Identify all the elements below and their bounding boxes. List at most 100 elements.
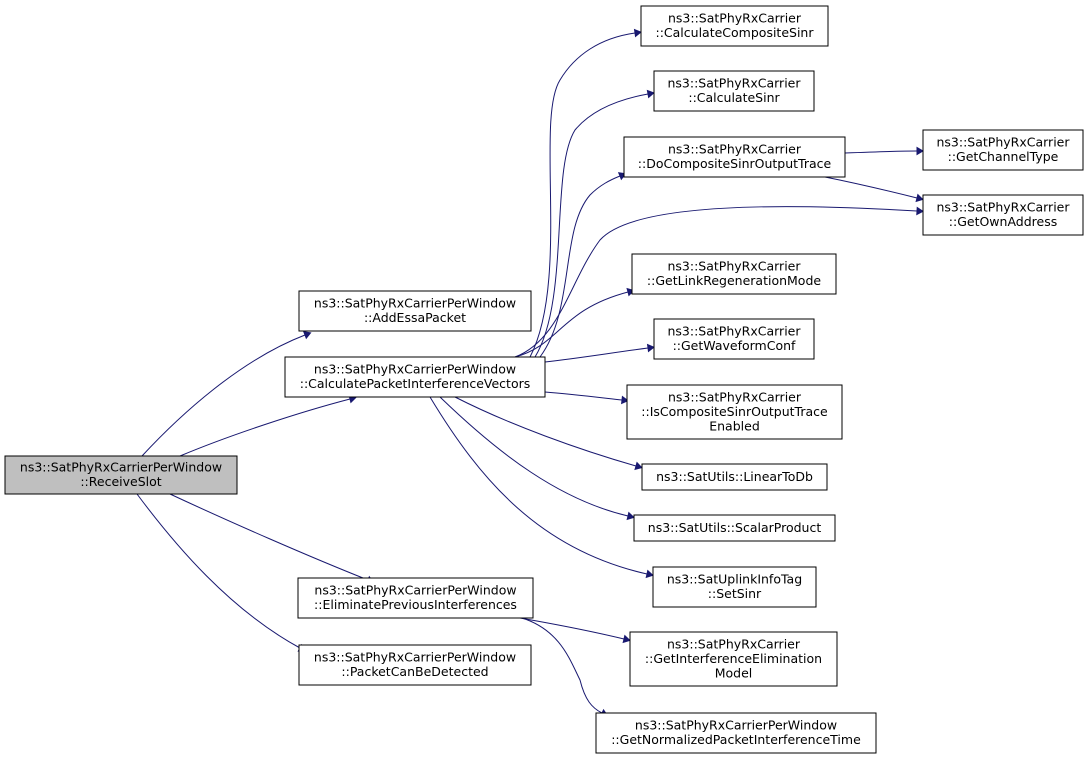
nodes-layer: ns3::SatPhyRxCarrierPerWindow::ReceiveSl… — [4, 5, 1084, 754]
node-label-line: ns3::SatPhyRxCarrier — [937, 135, 1071, 150]
node-label-line: ns3::SatPhyRxCarrierPerWindow — [20, 460, 222, 475]
node-n16[interactable]: ns3::SatPhyRxCarrier::GetInterferenceEli… — [629, 631, 838, 687]
node-box — [631, 253, 837, 295]
node-label-line: ns3::SatPhyRxCarrier — [668, 389, 802, 404]
node-label-line: ::CalculateSinr — [688, 90, 780, 105]
edge-line — [521, 617, 603, 714]
node-label-line: ::SetSinr — [708, 586, 762, 601]
edge-line — [824, 176, 918, 199]
node-box — [623, 136, 846, 178]
node-label-line: ::GetChannelType — [948, 149, 1059, 164]
node-label-line: ::GetNormalizedPacketInterferenceTime — [611, 732, 861, 747]
edge-line — [169, 493, 369, 581]
node-n15[interactable]: ns3::SatPhyRxCarrier::GetChannelType — [922, 129, 1084, 171]
arrowhead-icon — [646, 89, 655, 99]
node-label-line: ::AddEssaPacket — [364, 310, 466, 325]
edge-n2-n5 — [529, 28, 642, 358]
node-label-line: ::ReceiveSlot — [80, 474, 161, 489]
node-n3[interactable]: ns3::SatPhyRxCarrierPerWindow::Eliminate… — [297, 577, 534, 619]
node-label-line: ::CalculateCompositeSinr — [656, 25, 815, 40]
node-label-line: ::GetWaveformConf — [673, 338, 796, 353]
node-box — [633, 514, 836, 542]
node-n7[interactable]: ns3::SatPhyRxCarrier::DoCompositeSinrOut… — [623, 136, 846, 178]
node-label-line: ns3::SatUtils::ScalarProduct — [648, 520, 822, 535]
edge-n0-n1 — [141, 331, 312, 457]
node-n6[interactable]: ns3::SatPhyRxCarrier::CalculateSinr — [653, 70, 815, 112]
node-n5[interactable]: ns3::SatPhyRxCarrier::CalculateComposite… — [640, 5, 829, 47]
node-label-line: ::DoCompositeSinrOutputTrace — [638, 156, 832, 171]
node-label-line: ns3::SatPhyRxCarrier — [668, 324, 802, 339]
node-n11[interactable]: ns3::SatPhyRxCarrier::IsCompositeSinrOut… — [626, 384, 843, 440]
arrowhead-icon — [645, 569, 654, 579]
edge-line — [539, 175, 621, 358]
node-label-line: ns3::SatPhyRxCarrierPerWindow — [635, 718, 837, 733]
node-label-line: ::IsCompositeSinrOutputTrace — [641, 404, 828, 419]
node-box — [653, 70, 815, 112]
edge-line — [439, 396, 629, 517]
node-box — [641, 463, 828, 491]
node-label-line: Model — [715, 665, 753, 680]
node-n17[interactable]: ns3::SatPhyRxCarrierPerWindow::GetNormal… — [595, 712, 877, 754]
node-label-line: ns3::SatPhyRxCarrier — [668, 142, 802, 157]
edge-n2-n11 — [544, 391, 629, 405]
arrowhead-icon — [634, 461, 643, 471]
edge-line — [429, 396, 648, 575]
node-box — [298, 644, 532, 686]
node-box — [626, 384, 843, 440]
edge-n2-n14 — [429, 396, 654, 579]
node-label-line: ::CalculatePacketInterferenceVectors — [300, 376, 531, 391]
node-n1[interactable]: ns3::SatPhyRxCarrierPerWindow::AddEssaPa… — [298, 290, 532, 332]
arrowhead-icon — [916, 146, 924, 156]
node-label-line: ns3::SatUtils::LinearToDb — [656, 469, 813, 484]
node-box — [595, 712, 877, 754]
arrowhead-icon — [626, 511, 635, 521]
node-n4[interactable]: ns3::SatPhyRxCarrierPerWindow::PacketCan… — [298, 644, 532, 686]
node-label-line: ns3::SatPhyRxCarrier — [937, 200, 1071, 215]
node-n8[interactable]: ns3::SatPhyRxCarrier::GetOwnAddress — [922, 194, 1084, 236]
node-label-line: ns3::SatPhyRxCarrierPerWindow — [314, 650, 516, 665]
node-box — [629, 631, 838, 687]
edge-n2-n6 — [534, 89, 655, 358]
node-n14[interactable]: ns3::SatUplinkInfoTag::SetSinr — [652, 566, 817, 608]
edge-line — [514, 291, 629, 358]
edge-n3-n16 — [519, 617, 631, 644]
node-n10[interactable]: ns3::SatPhyRxCarrier::GetWaveformConf — [653, 318, 815, 360]
node-box — [653, 318, 815, 360]
edge-line — [141, 334, 306, 457]
edges-layer — [136, 28, 924, 717]
edge-n7-n15 — [844, 146, 924, 156]
node-n9[interactable]: ns3::SatPhyRxCarrier::GetLinkRegeneratio… — [631, 253, 837, 295]
edge-n2-n10 — [544, 343, 655, 363]
arrowhead-icon — [622, 634, 631, 644]
edge-n2-n13 — [439, 396, 635, 521]
node-label-line: ns3::SatPhyRxCarrier — [667, 636, 801, 651]
node-n0[interactable]: ns3::SatPhyRxCarrierPerWindow::ReceiveSl… — [4, 455, 238, 495]
edge-n2-n12 — [454, 396, 643, 471]
edge-line — [844, 150, 918, 154]
node-box — [284, 356, 546, 398]
node-label-line: ns3::SatPhyRxCarrier — [668, 259, 802, 274]
node-label-line: ns3::SatPhyRxCarrierPerWindow — [314, 362, 516, 377]
node-label-line: Enabled — [709, 418, 760, 433]
edge-n2-n8 — [514, 206, 924, 358]
edge-n2-n7 — [539, 172, 627, 358]
node-label-line: ::PacketCanBeDetected — [341, 664, 488, 679]
edge-n7-n8 — [824, 176, 924, 203]
arrowhead-icon — [646, 343, 655, 353]
node-box — [922, 194, 1084, 236]
edge-line — [454, 396, 637, 467]
node-label-line: ns3::SatPhyRxCarrierPerWindow — [314, 296, 516, 311]
node-n12[interactable]: ns3::SatUtils::LinearToDb — [641, 463, 828, 491]
edge-line — [544, 347, 649, 363]
node-label-line: ::EliminatePreviousInterferences — [314, 597, 517, 612]
node-box — [4, 455, 238, 495]
node-n2[interactable]: ns3::SatPhyRxCarrierPerWindow::Calculate… — [284, 356, 546, 398]
node-label-line: ::GetInterferenceElimination — [645, 651, 822, 666]
arrowhead-icon — [621, 395, 629, 405]
edge-line — [534, 93, 649, 358]
arrowhead-icon — [302, 331, 312, 340]
node-n13[interactable]: ns3::SatUtils::ScalarProduct — [633, 514, 836, 542]
node-label-line: ns3::SatPhyRxCarrier — [668, 76, 802, 91]
node-box — [298, 290, 532, 332]
